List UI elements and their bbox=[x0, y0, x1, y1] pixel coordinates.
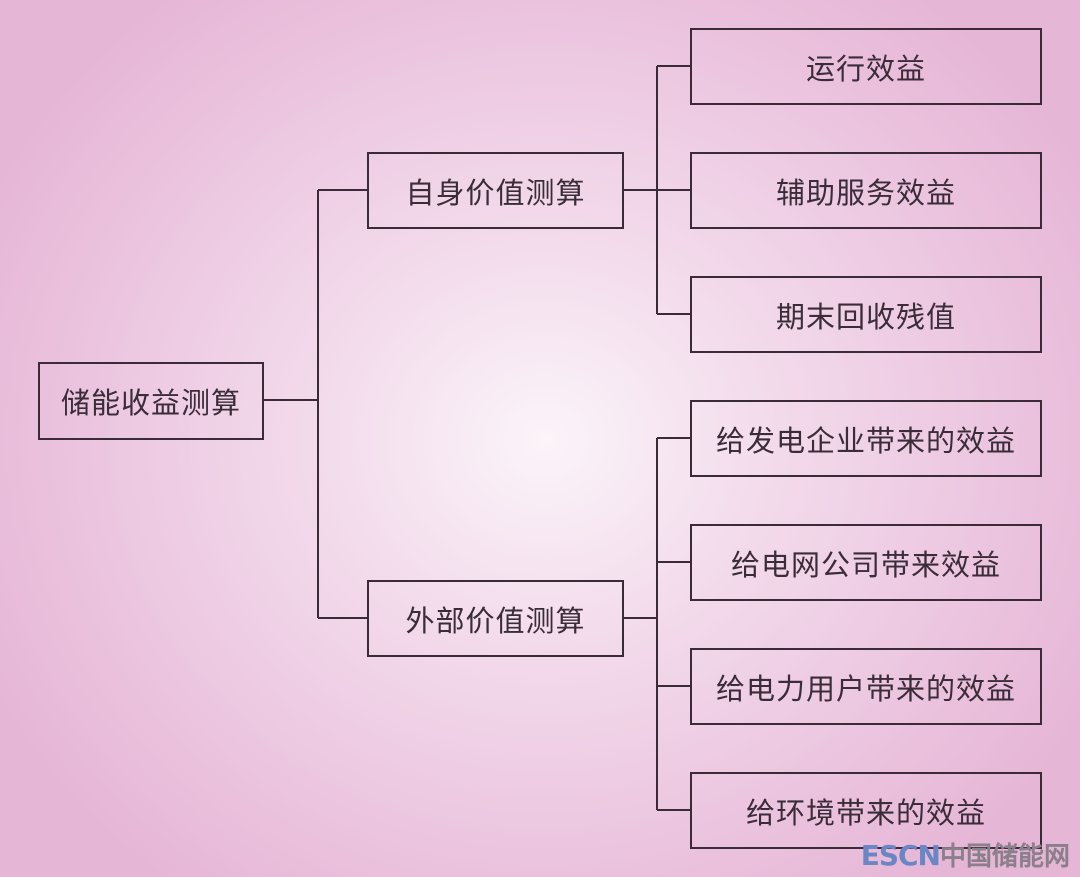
leaf-label: 给环境带来的效益 bbox=[745, 795, 986, 830]
leaf-label: 运行效益 bbox=[805, 51, 926, 86]
leaf-label: 期末回收残值 bbox=[775, 299, 956, 334]
leaf-node: 运行效益 bbox=[690, 28, 1042, 105]
leaf-node: 给环境带来的效益 bbox=[690, 772, 1042, 849]
leaf-node: 给电网公司带来效益 bbox=[690, 524, 1042, 601]
leaf-node: 期末回收残值 bbox=[690, 276, 1042, 353]
branch-label: 外部价值测算 bbox=[405, 603, 586, 638]
leaf-node: 辅助服务效益 bbox=[690, 152, 1042, 229]
branch-label: 自身价值测算 bbox=[405, 175, 586, 210]
root-label: 储能收益测算 bbox=[60, 386, 241, 420]
watermark-brand: ESCN bbox=[860, 839, 941, 872]
leaf-label: 给电网公司带来效益 bbox=[730, 547, 1001, 582]
leaf-node: 给发电企业带来的效益 bbox=[690, 400, 1042, 477]
root-node: 储能收益测算 bbox=[38, 362, 264, 440]
leaf-label: 给发电企业带来的效益 bbox=[715, 423, 1016, 458]
leaf-node: 给电力用户带来的效益 bbox=[690, 648, 1042, 725]
watermark-logo: ESCN 中国储能网 bbox=[861, 836, 1070, 873]
leaf-label: 给电力用户带来的效益 bbox=[715, 671, 1016, 706]
leaf-label: 辅助服务效益 bbox=[775, 175, 956, 210]
branch-node-external: 外部价值测算 bbox=[367, 580, 624, 657]
branch-node-internal: 自身价值测算 bbox=[367, 152, 624, 229]
watermark-name: 中国储能网 bbox=[939, 842, 1070, 872]
